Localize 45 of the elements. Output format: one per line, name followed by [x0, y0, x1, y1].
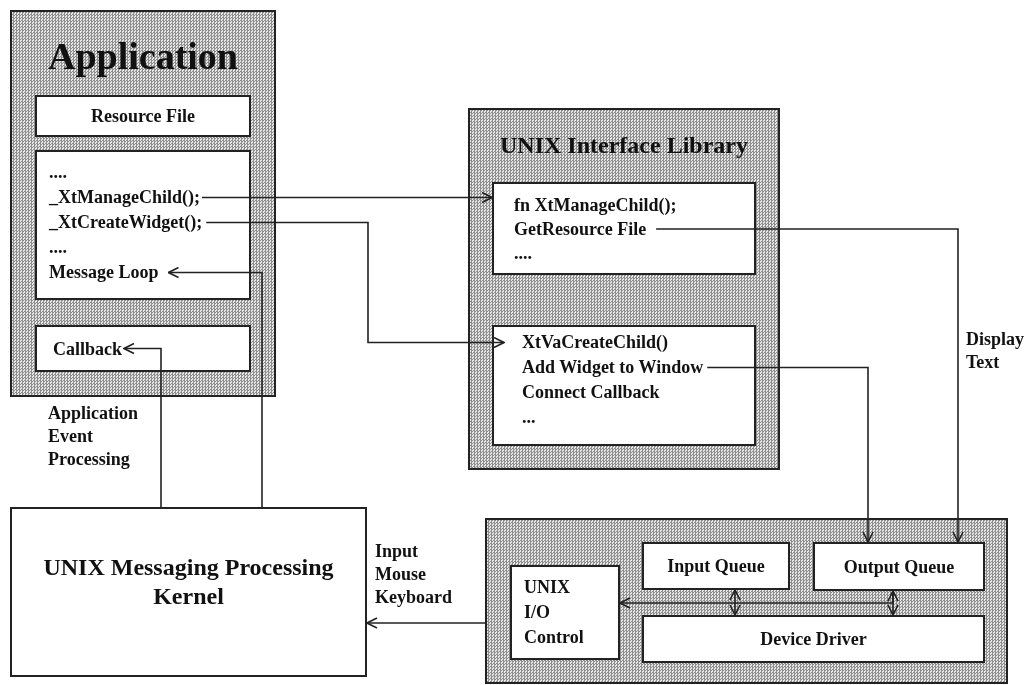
box-label: Resource File — [90, 105, 196, 128]
code-line: .... — [49, 236, 67, 259]
arrow — [167, 266, 263, 508]
code-line: XtVaCreateChild() — [522, 331, 668, 354]
control-box — [510, 565, 620, 660]
arrow — [366, 617, 486, 629]
device-panel — [485, 518, 1008, 684]
arrow — [201, 191, 493, 204]
code-line: ... — [522, 406, 536, 429]
callback-box — [35, 325, 251, 372]
box-label: Input Queue — [667, 555, 765, 578]
arrow — [619, 590, 894, 609]
box-label: Device Driver — [760, 628, 867, 651]
component-box — [642, 542, 790, 590]
code-line: Message Loop — [49, 261, 159, 284]
library-panel — [468, 108, 780, 470]
box-label: Callback — [53, 337, 122, 361]
box-label: Output Queue — [843, 555, 955, 579]
arrow — [123, 342, 162, 508]
code-box — [35, 150, 251, 300]
code-line: Connect Callback — [522, 381, 660, 404]
arrow — [205, 221, 505, 349]
arrow — [729, 589, 741, 616]
edge-label: Input Mouse Keyboard — [375, 540, 452, 609]
box-label: UNIX I/O Control — [524, 576, 584, 649]
code-line: _XtManageChild(); — [49, 186, 200, 209]
component-box — [35, 95, 251, 137]
function-box — [492, 182, 756, 275]
code-line: GetResource File — [514, 218, 647, 241]
edge-label: Display Text — [966, 328, 1025, 374]
arrow — [887, 590, 899, 616]
box-label: UNIX Messaging Processing Kernel — [42, 553, 335, 611]
code-line: Add Widget to Window — [522, 356, 704, 379]
kernel-box — [10, 507, 367, 677]
code-line: .... — [49, 161, 67, 184]
code-line: fn XtManageChild(); — [514, 194, 677, 217]
component-box — [642, 615, 985, 663]
function-box — [492, 325, 756, 446]
arrow — [706, 366, 874, 543]
component-box — [813, 542, 985, 591]
edge-label: Application Event Processing — [48, 402, 139, 471]
arrow — [655, 228, 964, 543]
code-line: _XtCreateWidget(); — [49, 211, 203, 234]
code-line: .... — [514, 242, 532, 265]
application-panel — [10, 10, 276, 397]
